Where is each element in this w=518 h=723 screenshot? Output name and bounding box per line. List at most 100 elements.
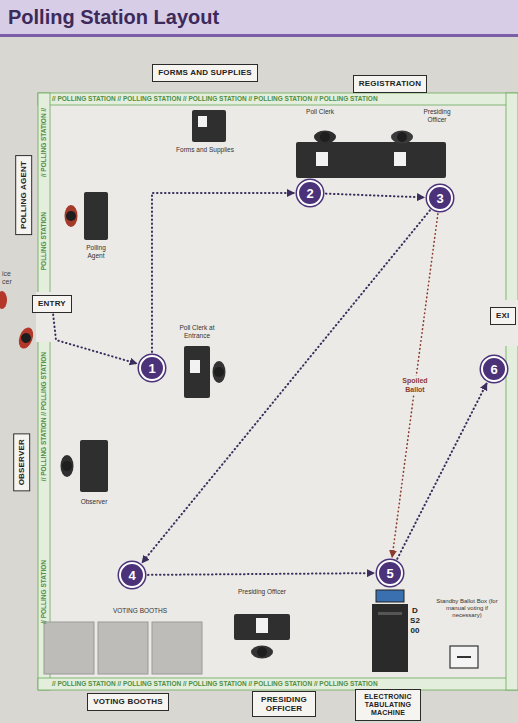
callout-text: 6: [490, 363, 497, 376]
agent-desk: [84, 192, 108, 240]
voting-booth: [44, 622, 94, 674]
wall-band: [38, 678, 518, 690]
callout-text: 3: [436, 192, 443, 205]
voter-flow-path: [142, 210, 430, 562]
paper: [394, 152, 406, 166]
voter-flow-path: [152, 193, 294, 352]
officer-figure-cut: [0, 291, 7, 309]
area-label-box: POLLING AGENT: [15, 155, 32, 235]
presiding-officer-figure: [391, 131, 413, 144]
voter-flow-path: [326, 194, 424, 198]
caption: Forms and Supplies: [172, 146, 238, 154]
callout-number: 2: [297, 180, 323, 206]
wall-band-text: // POLLING STATION // POLLING STATION: [39, 352, 49, 481]
title-rule: [0, 34, 518, 37]
area-label-box: ELECTRONIC TABULATING MACHINE: [355, 689, 421, 721]
area-label: PRESIDING OFFICER: [258, 695, 310, 713]
observer-figure: [61, 455, 74, 477]
paper: [256, 618, 268, 633]
caption: VOTING BOOTHS: [100, 607, 180, 615]
voting-booth: [152, 622, 202, 674]
caption: Poll Clerk: [306, 108, 334, 116]
wall-band-text: // POLLING STATION //: [39, 108, 49, 177]
caption-box: Observer: [66, 498, 122, 506]
entrance-desk: [184, 346, 210, 398]
edge-label-box: Spoiled Ballot: [397, 376, 433, 394]
caption: Observer: [66, 498, 122, 506]
callout-text: 2: [306, 187, 313, 200]
callout-number: 6: [481, 356, 507, 382]
callout-number: 4: [119, 562, 145, 588]
machine-model-box: DS200: [410, 606, 420, 636]
area-label: REGISTRATION: [359, 79, 421, 88]
presiding-desk: [234, 614, 290, 640]
voter-flow-path: [397, 383, 486, 558]
area-label: POLLING AGENT: [19, 161, 28, 229]
wall-band-text: // POLLING STATION // POLLING STATION //…: [52, 95, 378, 103]
room-floor: [38, 93, 518, 690]
ballot-slot: [457, 656, 471, 658]
entrance-clerk-figure: [213, 361, 226, 383]
wall-band-text-box: // POLLING STATION //: [39, 108, 49, 177]
paper: [316, 152, 328, 166]
caption: Poll Clerk at Entrance: [166, 324, 228, 340]
caption: Presiding Officer: [236, 588, 288, 596]
area-label-box: VOTING BOOTHS: [87, 693, 169, 710]
area-label: EXI: [496, 311, 510, 320]
wall-band-text-box: // POLLING STATION // POLLING STATION //…: [52, 95, 378, 103]
caption-box: Poll Clerk: [306, 108, 334, 116]
page-title: Polling Station Layout: [8, 6, 219, 29]
polling-agent-figure: [65, 205, 78, 227]
wall-band: [38, 93, 518, 105]
caption-box: Forms and Supplies: [172, 146, 238, 154]
poll-clerk-figure: [314, 131, 336, 144]
caption: Standby Ballot Box (for manual voting if…: [432, 598, 502, 620]
caption: Polling Agent: [79, 244, 113, 260]
observer-desk: [80, 440, 108, 492]
caption-box: Poll Clerk at Entrance: [166, 324, 228, 340]
wall-band: [506, 93, 518, 690]
voting-booth: [98, 622, 148, 674]
area-label-box: EXI: [490, 307, 516, 324]
title-bar: [0, 0, 518, 36]
wall-band-text: POLLING STATION: [39, 212, 49, 270]
caption-box: Presiding Officer: [236, 588, 288, 596]
callout-text: 5: [386, 567, 393, 580]
caption-box: Polling Agent: [79, 244, 113, 260]
area-label-box: OBSERVER: [13, 433, 30, 491]
callout-number: 1: [139, 355, 165, 381]
page-title-box: Polling Station Layout: [8, 6, 219, 29]
paper: [190, 360, 200, 373]
spoiled-ballot-path: [392, 214, 438, 557]
wall-band-text-box: // POLLING STATION // POLLING STATION //…: [52, 680, 378, 688]
area-label: ENTRY: [38, 299, 66, 308]
callout-text: 4: [128, 569, 135, 582]
wall-band-text-box: // POLLING STATION // POLLING STATION: [39, 352, 49, 481]
area-label-box: REGISTRATION: [353, 75, 427, 92]
area-label: ELECTRONIC TABULATING MACHINE: [361, 693, 415, 717]
area-label-box: ENTRY: [32, 295, 72, 312]
callout-number: 5: [377, 560, 403, 586]
area-label: FORMS AND SUPPLIES: [158, 68, 252, 77]
caption-box: Standby Ballot Box (for manual voting if…: [432, 598, 502, 620]
area-label-box: FORMS AND SUPPLIES: [152, 64, 258, 81]
machine-screen: [376, 590, 404, 602]
voter-flow-path: [53, 315, 136, 364]
wall-band-text: // POLLING STATION: [39, 560, 49, 624]
cut-off-text: ice cer: [2, 270, 16, 287]
registration-desk: [296, 142, 446, 178]
area-label: VOTING BOOTHS: [93, 697, 163, 706]
edge-label: Spoiled Ballot: [398, 377, 432, 393]
presiding-officer-figure: [251, 646, 273, 659]
wall-band-text: // POLLING STATION // POLLING STATION //…: [52, 680, 378, 688]
caption-box: VOTING BOOTHS: [100, 607, 180, 615]
area-label-box: PRESIDING OFFICER: [252, 691, 316, 717]
supplies-table: [192, 110, 226, 142]
standby-ballot-box: [450, 646, 478, 668]
wall-band-text-box: POLLING STATION: [39, 212, 49, 270]
callout-number: 3: [427, 185, 453, 211]
machine-model: DS200: [410, 606, 420, 636]
wall-band: [38, 93, 50, 690]
